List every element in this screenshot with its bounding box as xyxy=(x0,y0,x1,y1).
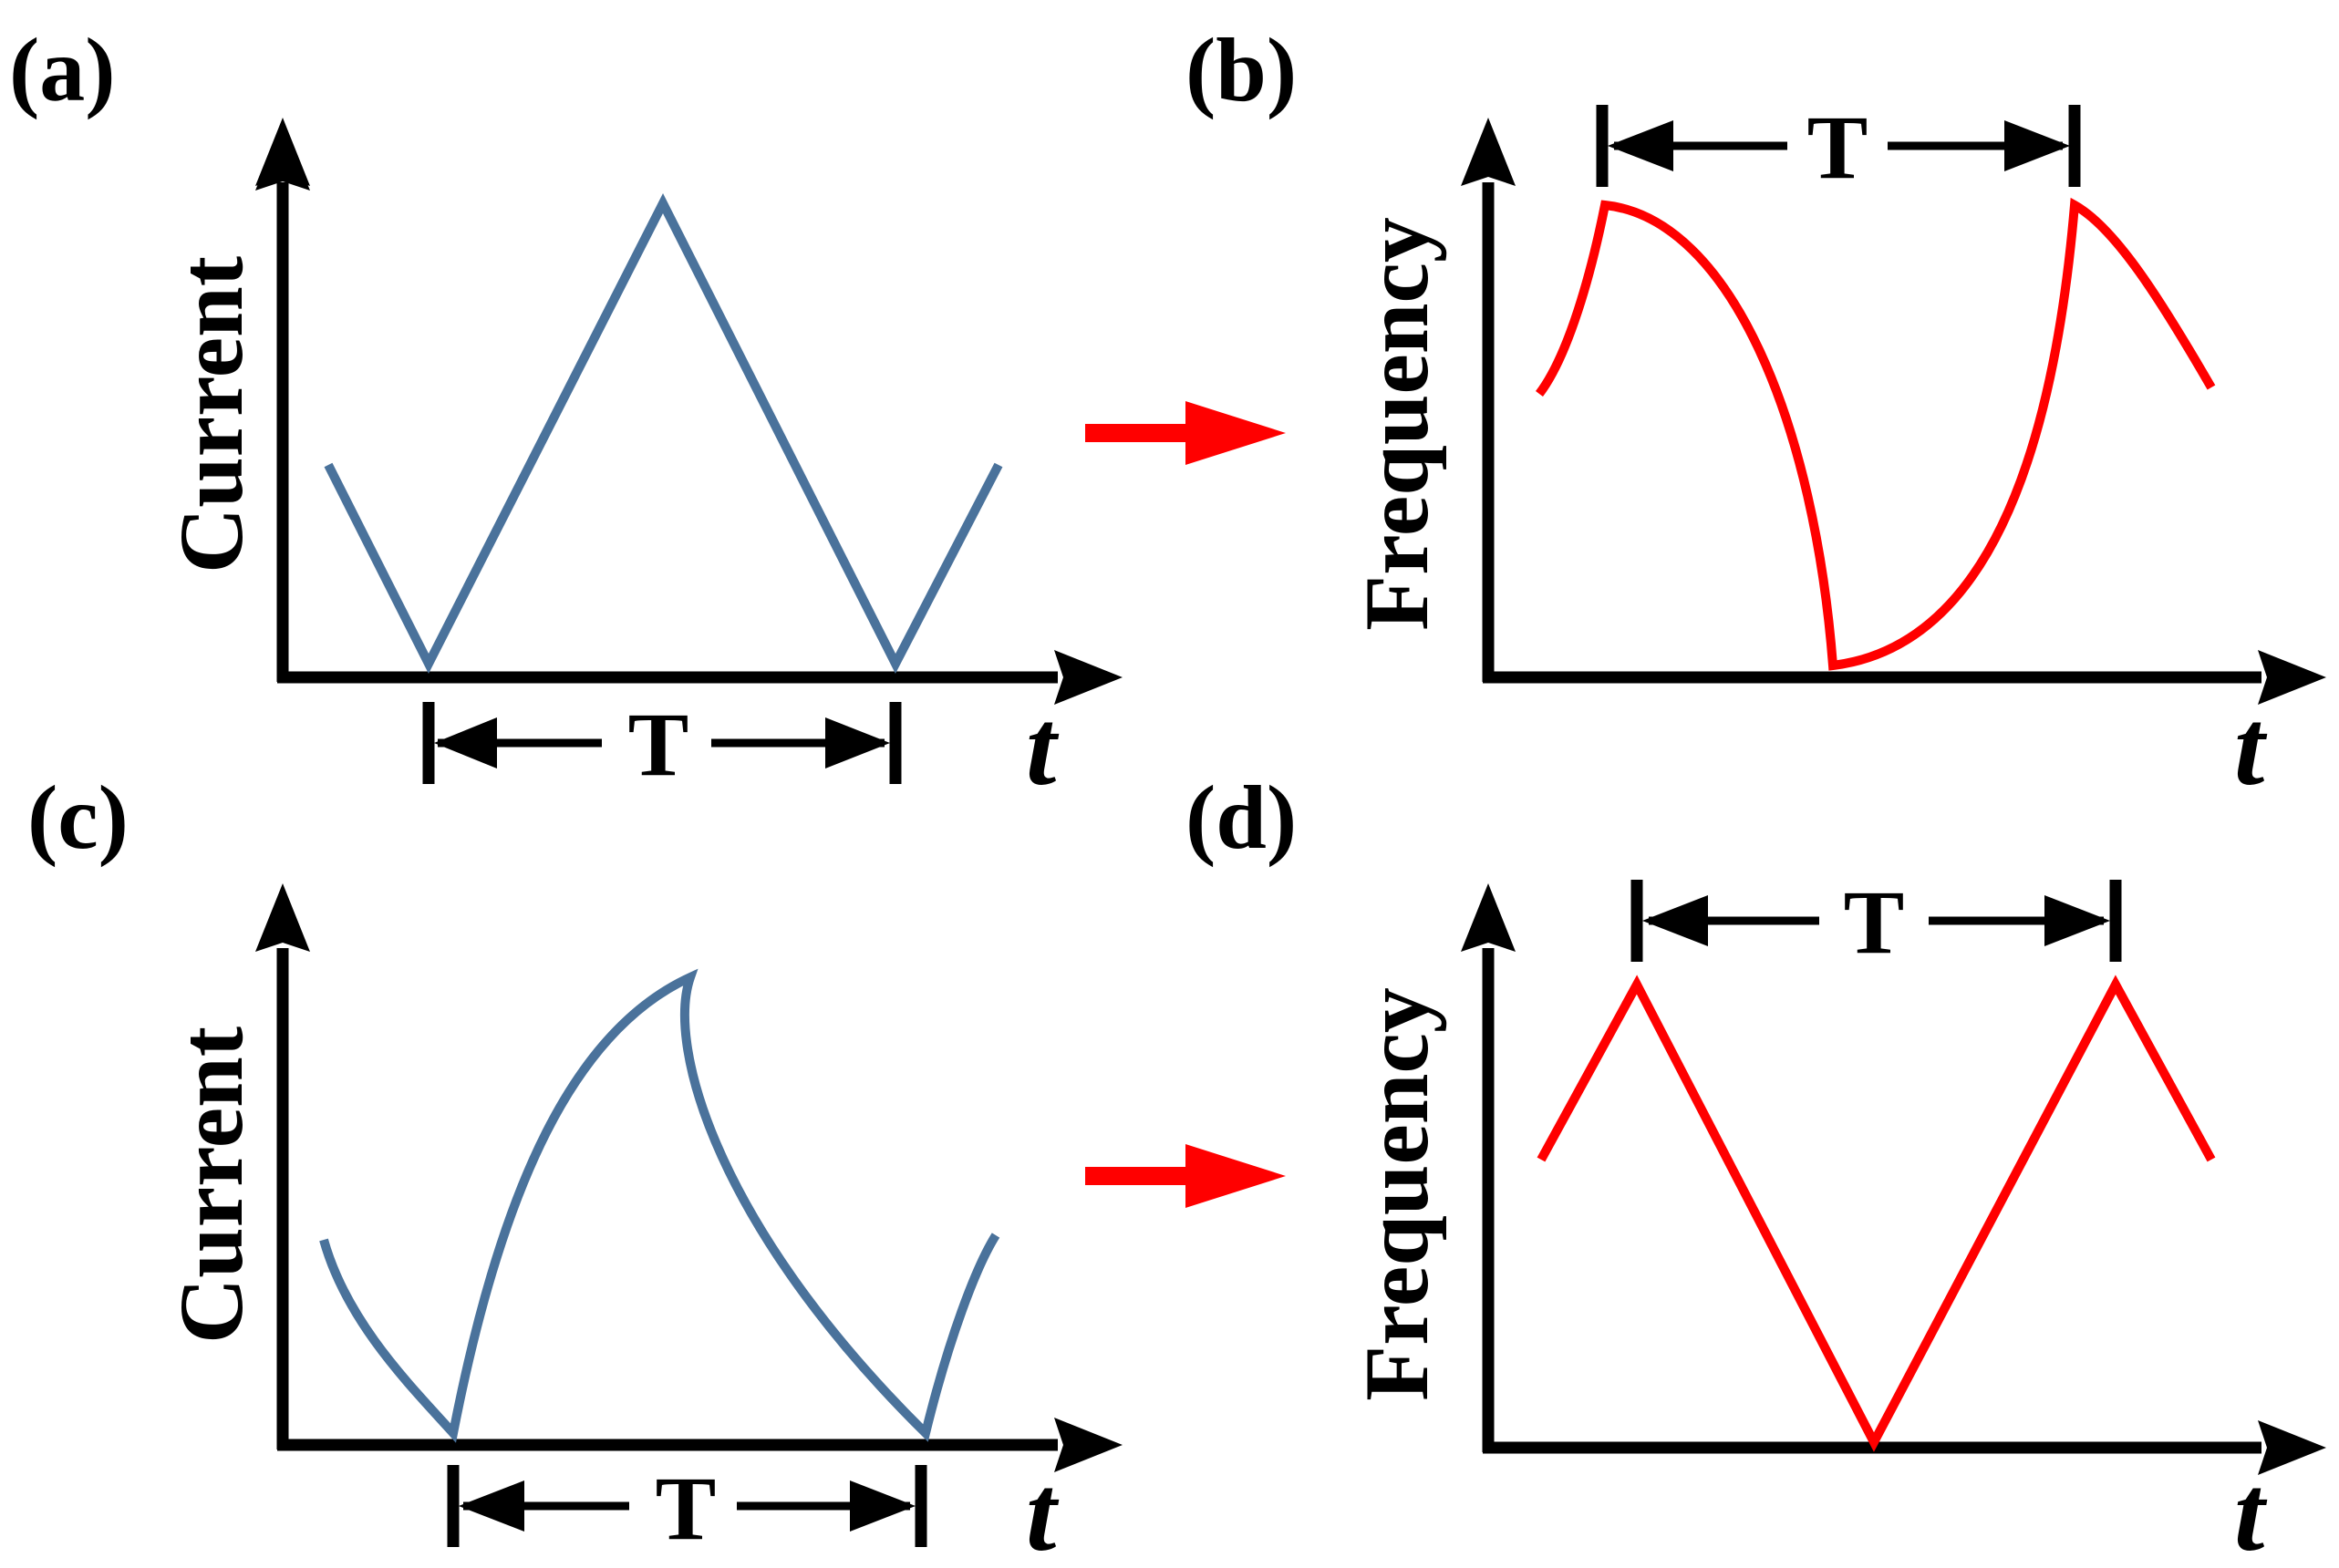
panel-b-frequency-curve xyxy=(1535,197,2216,671)
panel-c-period-head-left xyxy=(459,1480,524,1532)
panel-d-xlabel: t xyxy=(2234,1452,2268,1568)
panel-c: (c) Current t T xyxy=(27,767,1123,1568)
panel-a-xlabel: t xyxy=(1026,686,1060,808)
panel-d-ylabel: Frequency xyxy=(1346,987,1447,1401)
transition-arrow-top xyxy=(1085,401,1286,465)
transition-arrow-bottom-head xyxy=(1185,1144,1286,1208)
panel-c-label: (c) xyxy=(27,767,129,868)
panel-c-xlabel: t xyxy=(1026,1452,1060,1568)
panel-c-period-head-right xyxy=(850,1480,916,1532)
panel-d-period-head-right xyxy=(2044,895,2110,946)
panel-a-period-head-left xyxy=(434,717,497,769)
panel-a-current-curve xyxy=(324,192,1003,675)
panel-c-ylabel: Current xyxy=(160,1026,262,1344)
panel-b-label: (b) xyxy=(1185,19,1297,120)
panel-d: (d) Frequency t T xyxy=(1185,767,2326,1568)
panel-a-label: (a) xyxy=(9,19,116,120)
panel-a-period-head-right xyxy=(825,717,890,769)
panel-d-frequency-curve xyxy=(1537,975,2216,1452)
panel-a-period-label: T xyxy=(628,694,689,795)
panel-b-xlabel: t xyxy=(2234,686,2268,808)
transition-arrow-bottom xyxy=(1085,1144,1286,1208)
panel-d-label: (d) xyxy=(1185,767,1297,868)
transition-arrow-top-head xyxy=(1185,401,1286,465)
panel-c-period-label: T xyxy=(656,1458,717,1559)
panel-b-ylabel: Frequency xyxy=(1346,217,1447,631)
panel-b-period-head-left xyxy=(1608,120,1673,171)
panel-c-current-curve xyxy=(319,968,1000,1443)
panel-d-period-label: T xyxy=(1844,872,1905,973)
panel-a-ylabel: Current xyxy=(160,256,262,573)
panel-d-period-head-left xyxy=(1642,895,1708,946)
panel-b-period-label: T xyxy=(1807,97,1868,198)
panel-a: (a) Current t T xyxy=(9,19,1123,808)
panel-b-period-head-right xyxy=(2004,120,2070,171)
panel-b: (b) Frequency t T xyxy=(1185,19,2326,808)
